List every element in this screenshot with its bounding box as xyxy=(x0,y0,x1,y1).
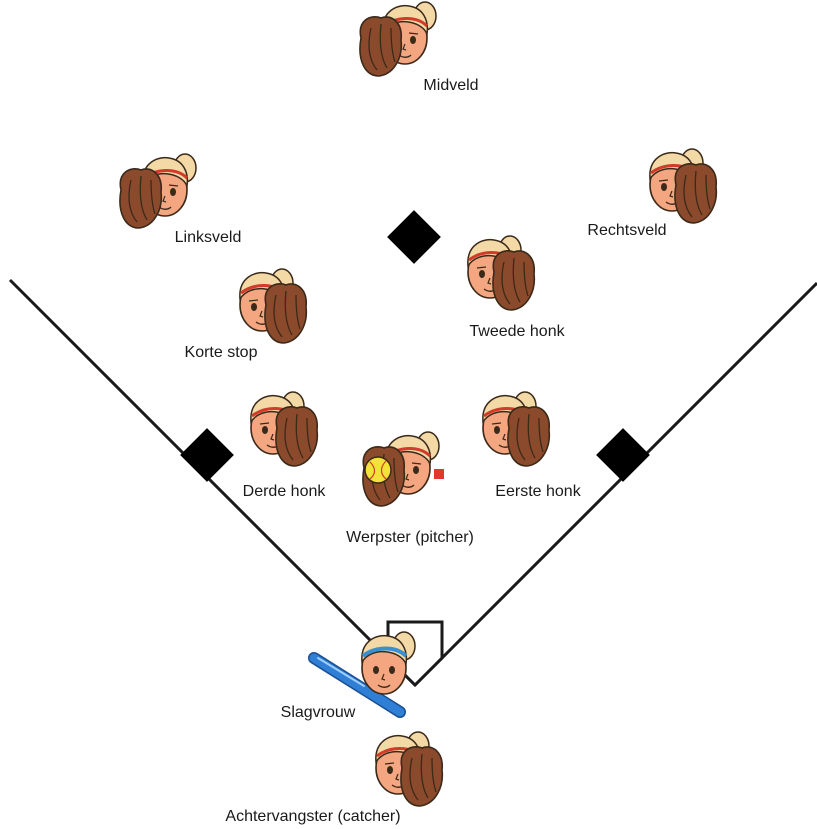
label-werpster: Werpster (pitcher) xyxy=(346,529,474,547)
second-base xyxy=(387,210,441,264)
first-base xyxy=(596,428,650,482)
first-base-foul-line xyxy=(415,283,817,685)
player-korte-stop xyxy=(240,269,306,343)
softball-icon xyxy=(365,457,391,483)
player-tweede-honk xyxy=(468,236,534,310)
third-base-foul-line xyxy=(10,280,415,685)
label-achtervangster: Achtervangster (catcher) xyxy=(225,808,400,826)
pitcher-rubber xyxy=(434,469,444,479)
player-achtervangster xyxy=(376,732,442,806)
player-derde-honk xyxy=(251,392,317,466)
label-derde-honk: Derde honk xyxy=(243,483,326,501)
label-midveld: Midveld xyxy=(423,77,478,95)
label-eerste-honk: Eerste honk xyxy=(495,483,580,501)
player-werpster xyxy=(363,432,439,506)
player-rechtsveld xyxy=(650,149,716,223)
label-tweede-honk: Tweede honk xyxy=(469,323,564,341)
player-midveld xyxy=(360,2,436,76)
label-rechtsveld: Rechtsveld xyxy=(587,222,666,240)
player-slagvrouw xyxy=(314,632,415,712)
label-linksveld: Linksveld xyxy=(175,229,242,247)
player-linksveld xyxy=(120,154,196,228)
label-korte-stop: Korte stop xyxy=(185,344,258,362)
label-slagvrouw: Slagvrouw xyxy=(281,704,356,722)
third-base xyxy=(180,428,234,482)
player-eerste-honk xyxy=(483,392,549,466)
